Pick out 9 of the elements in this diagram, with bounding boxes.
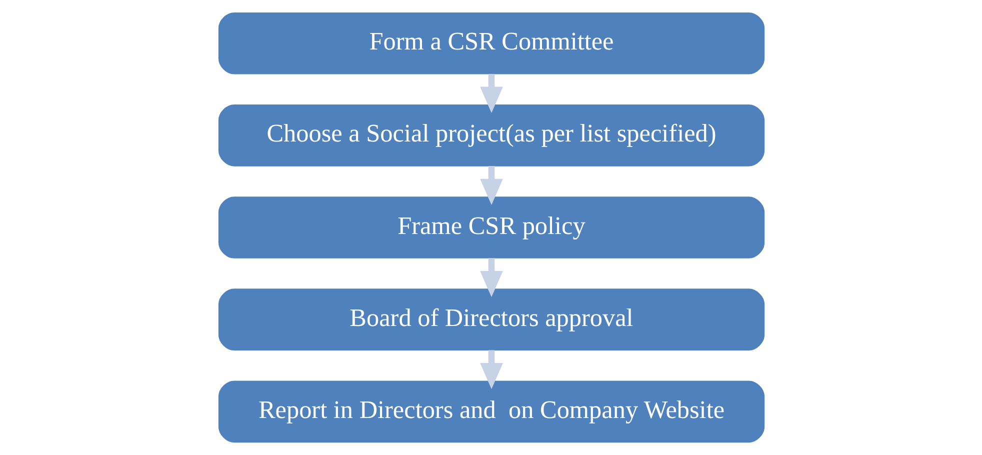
node-box: Form a CSR Committee bbox=[218, 12, 764, 74]
arrow bbox=[480, 258, 502, 298]
arrow bbox=[480, 350, 502, 390]
node-box: Choose a Social project(as per list specified) bbox=[218, 104, 764, 166]
arrow bbox=[480, 74, 502, 113]
arrow bbox=[480, 166, 502, 206]
node-box: Report in Directors and on Company Website bbox=[218, 380, 764, 443]
node-box: Board of Directors approval bbox=[218, 288, 764, 350]
node-box: Frame CSR policy bbox=[218, 196, 764, 258]
